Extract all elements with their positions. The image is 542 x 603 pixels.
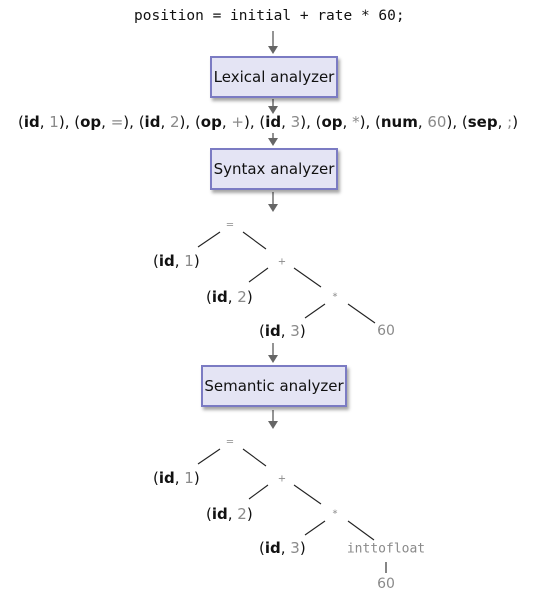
syntax-leaf-number: 60 <box>377 323 395 339</box>
syntax-leaf-id-1: (id, 1) <box>153 252 200 270</box>
token: (op, +) <box>194 113 250 131</box>
token: (id, 2) <box>138 113 186 131</box>
arrow-source-to-lexical <box>268 31 278 54</box>
syntax-leaf-id-2: (id, 2) <box>206 288 253 306</box>
semantic-edge-assign-left <box>197 448 221 465</box>
semantic-conversion-node: inttofloat <box>346 541 426 557</box>
syntax-edge-plus-left <box>248 267 269 283</box>
semantic-edge-times-right <box>347 520 375 541</box>
semantic-leaf-number: 60 <box>377 576 395 592</box>
lexical-analyzer-box: Lexical analyzer <box>210 56 338 98</box>
token: (id, 3) <box>259 113 307 131</box>
arrow-syntax-to-tree <box>268 192 278 212</box>
syntax-edge-times-left <box>304 303 326 319</box>
token: (id, 1) <box>18 113 65 131</box>
arrow-semantic-to-tree <box>268 410 278 429</box>
lexical-analyzer-label: Lexical analyzer <box>213 68 335 86</box>
syntax-edge-assign-right <box>242 231 267 250</box>
arrow-tree-to-semantic <box>268 343 278 363</box>
syntax-analyzer-label: Syntax analyzer <box>213 160 335 178</box>
syntax-edge-times-right <box>347 303 376 324</box>
semantic-leaf-id-2: (id, 2) <box>206 505 253 523</box>
semantic-leaf-id-3: (id, 3) <box>259 539 306 557</box>
token: (num, 60) <box>374 113 453 131</box>
syntax-plus-node: + <box>277 256 287 268</box>
syntax-edge-assign-left <box>197 231 221 248</box>
token: (op, =) <box>74 113 130 131</box>
syntax-leaf-id-3: (id, 3) <box>259 322 306 340</box>
semantic-edge-assign-right <box>242 448 267 467</box>
semantic-edge-times-left <box>304 520 326 536</box>
token-stream: (id, 1), (op, =), (id, 2), (op, +), (id,… <box>18 113 519 131</box>
syntax-analyzer-box: Syntax analyzer <box>210 148 338 190</box>
token: (sep, ;) <box>461 113 519 131</box>
semantic-edge-plus-right <box>293 484 322 505</box>
semantic-edge-plus-left <box>248 484 269 500</box>
syntax-times-node: * <box>332 291 338 303</box>
semantic-analyzer-label: Semantic analyzer <box>204 377 344 395</box>
semantic-assign-node: = <box>225 436 235 448</box>
semantic-leaf-id-1: (id, 1) <box>153 469 200 487</box>
semantic-analyzer-box: Semantic analyzer <box>201 365 347 407</box>
semantic-plus-node: + <box>277 473 287 485</box>
semantic-times-node: * <box>332 508 338 520</box>
source-statement: position = initial + rate * 60; <box>134 8 405 24</box>
syntax-edge-plus-right <box>293 267 322 288</box>
token: (op, *) <box>315 113 366 131</box>
arrow-lexical-to-tokens <box>268 99 278 114</box>
syntax-assign-node: = <box>225 219 235 231</box>
arrow-tokens-to-syntax <box>268 133 278 146</box>
